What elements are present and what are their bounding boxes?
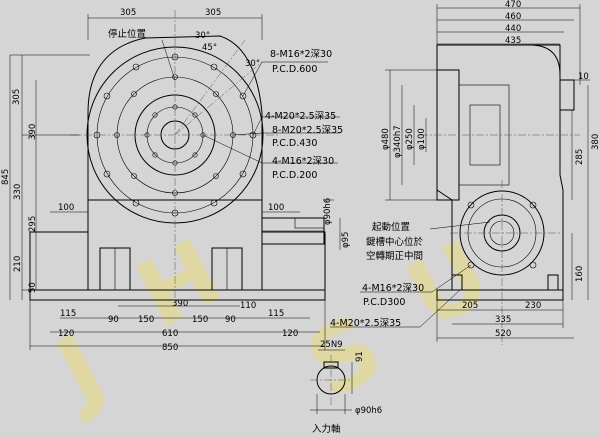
dim-b-610: 610 (162, 329, 178, 339)
leader-stop-position (161, 39, 176, 81)
note-pcd600: P.C.D.600 (272, 64, 317, 75)
dim-side-285: 285 (575, 149, 585, 165)
side-view: 470 460 440 435 φ480 φ340h7 φ250 φ100 10… (330, 0, 600, 345)
dim-angle-45: 45° (202, 43, 217, 53)
side-diameter-lines (385, 69, 437, 201)
dim-b-110: 110 (240, 301, 256, 311)
note-bolt-8m20: 8-M20*2.5深35 (272, 125, 343, 136)
dim-side-d480: φ480 (381, 128, 391, 150)
dim-b-150-right: 150 (192, 315, 208, 325)
watermark-letter-h: H (120, 219, 238, 350)
dim-shaft-key: 25N9 (320, 340, 343, 350)
dim-side-380: 380 (591, 134, 600, 150)
dim-w-100-right: 100 (268, 203, 284, 213)
dim-b-90-left: 90 (108, 315, 119, 325)
dim-shaft-depth: 91 (355, 351, 365, 362)
side-base-plate (436, 289, 564, 301)
dim-top-305-right: 305 (205, 8, 221, 18)
dim-b-120-left: 120 (58, 329, 74, 339)
front-housing-outline (87, 35, 263, 291)
front-top-dimensions (87, 14, 263, 40)
side-upper-boss (530, 44, 575, 111)
dim-h-295: 295 (28, 216, 38, 232)
dim-side-d100: φ100 (417, 128, 427, 150)
dim-b-115-left: 115 (60, 309, 76, 319)
note-bolt-4m20-b: 4-M20*2.5深35 (330, 318, 401, 329)
note-bolt-8m16: 8-M16*2深30 (270, 49, 332, 60)
note-keyway-2: 空轉期正中間 (366, 250, 423, 262)
dim-top-305-left: 305 (120, 8, 136, 18)
dim-side-160: 160 (575, 266, 585, 282)
right-base-flange (261, 231, 326, 291)
dim-phi95: φ95 (341, 232, 351, 248)
side-bottom-dimensions (436, 300, 574, 342)
dim-phi90h6: φ90h6 (323, 198, 333, 225)
dim-side-440: 440 (505, 24, 521, 34)
dim-b-90-right: 90 (225, 315, 236, 325)
watermark: J H S U (35, 219, 507, 427)
dim-side-d250: φ250 (405, 128, 415, 150)
bolt-holes-pcd200 (144, 104, 206, 166)
note-pcd300: P.C.D300 (363, 297, 405, 308)
dim-h-50: 50 (28, 282, 38, 293)
front-view: 305 305 30° 45° 30° 305 390 845 330 295 … (1, 8, 351, 353)
dim-b-120-right: 120 (282, 329, 298, 339)
dim-angle-30a: 30° (195, 31, 210, 41)
note-input-shaft: 入力軸 (312, 423, 341, 435)
note-stop-position: 停止位置 (108, 28, 146, 40)
dim-b-390: 390 (172, 299, 188, 309)
dim-side-520: 520 (495, 329, 511, 339)
dim-side-470: 470 (505, 0, 521, 10)
front-bottom-dimensions (29, 300, 326, 350)
dim-side-205: 205 (462, 301, 478, 311)
dim-b-115-right: 115 (268, 309, 284, 319)
input-shaft-section: 25N9 91 φ90h6 入力軸 (310, 340, 382, 435)
note-keyway-1: 鍵槽中心位於 (366, 236, 424, 248)
dim-side-d340h7: φ340h7 (393, 125, 403, 158)
dim-h-845: 845 (1, 169, 11, 185)
dim-h-390: 390 (28, 124, 38, 140)
dim-b-150-left: 150 (138, 315, 154, 325)
dim-side-335: 335 (495, 315, 511, 325)
dim-h-330: 330 (13, 184, 23, 200)
side-top-dimensions (436, 4, 581, 85)
dim-shaft-diameter: φ90h6 (355, 406, 382, 416)
note-start-position: 起動位置 (372, 221, 410, 233)
note-pcd200: P.C.D.200 (272, 170, 317, 181)
dim-angle-30b: 30° (245, 59, 260, 69)
front-left-dimensions (9, 54, 90, 300)
dim-side-10: 10 (578, 72, 589, 82)
note-pcd430: P.C.D.430 (272, 138, 317, 149)
dim-b-850: 850 (162, 343, 178, 353)
note-bolt-4m20-a: 4-M20*2.5深35 (265, 111, 336, 122)
dim-side-435: 435 (505, 36, 521, 46)
watermark-letter-j: J (35, 314, 121, 427)
dim-h-210: 210 (13, 256, 23, 272)
dim-side-230: 230 (525, 301, 541, 311)
watermark-letter-s: S (290, 294, 399, 420)
bolt-holes-pcd430 (114, 74, 236, 196)
note-bolt-4m16-b: 4-M16*2深30 (362, 283, 424, 294)
left-base-flange (29, 231, 89, 291)
dim-h-305: 305 (12, 89, 22, 105)
dim-side-460: 460 (505, 12, 521, 22)
note-bolt-4m16-a: 4-M16*2深30 (272, 156, 334, 167)
dim-w-100-left: 100 (58, 203, 74, 213)
